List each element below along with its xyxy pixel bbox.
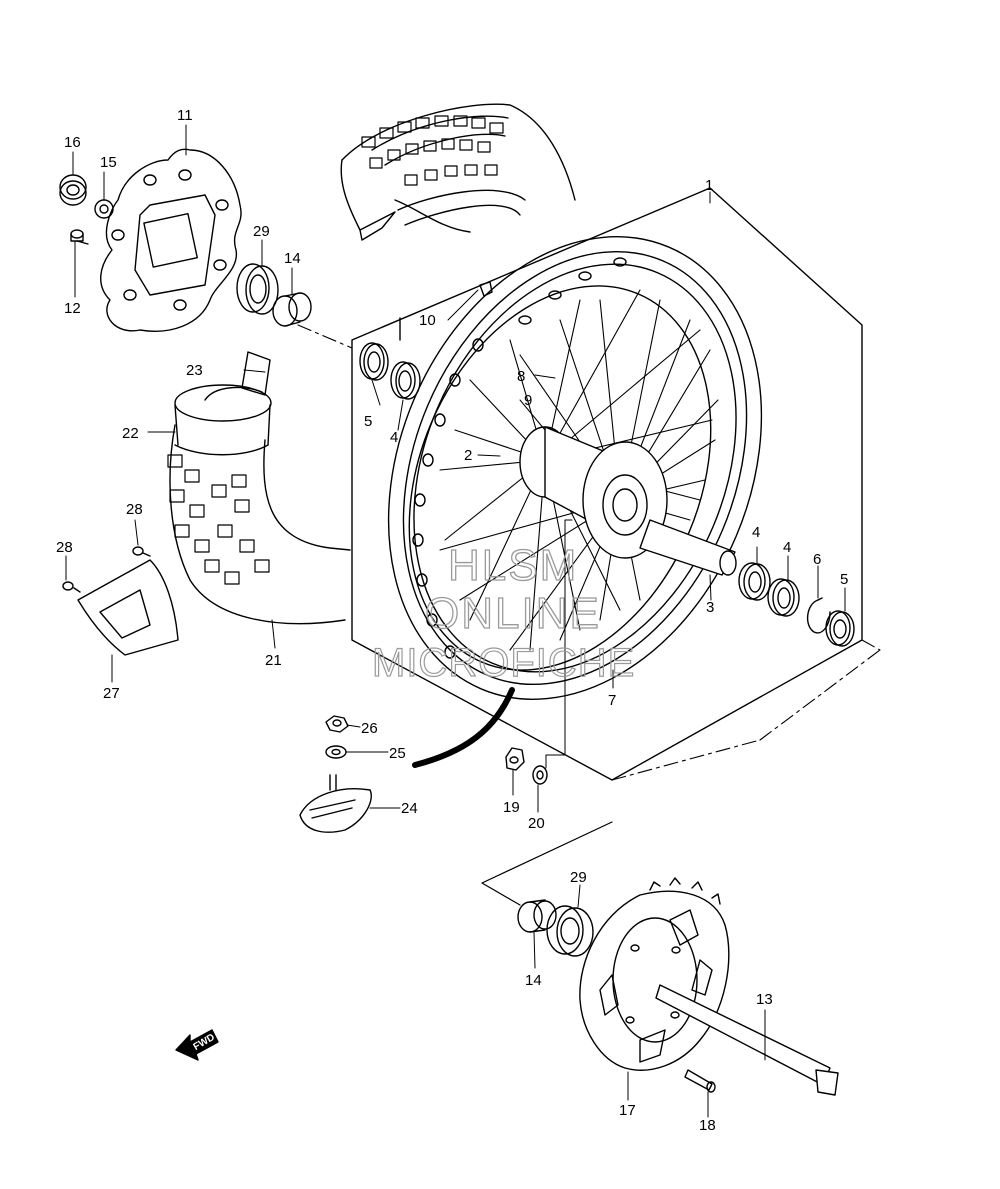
- left-bearing: [390, 361, 421, 400]
- tube-section: [412, 687, 515, 768]
- label-5-right[interactable]: 5: [840, 571, 848, 588]
- label-15[interactable]: 15: [100, 154, 117, 171]
- sprocket-bolt: [684, 1069, 716, 1093]
- label-21[interactable]: 21: [265, 652, 282, 669]
- axle-washer: [532, 765, 548, 785]
- rim-band: [204, 351, 271, 401]
- label-1[interactable]: 1: [705, 177, 713, 194]
- tire-top: [340, 103, 576, 241]
- label-29-lower[interactable]: 29: [570, 869, 587, 886]
- label-20[interactable]: 20: [528, 815, 545, 832]
- label-26[interactable]: 26: [361, 720, 378, 737]
- left-seal: [359, 342, 389, 381]
- upper-spacer: [272, 292, 312, 327]
- axle-spacer: [639, 519, 737, 576]
- fwd-arrow-icon: [175, 1029, 219, 1061]
- valve-washer: [325, 745, 347, 759]
- label-27[interactable]: 27: [103, 685, 120, 702]
- disc-nut: [59, 174, 87, 206]
- label-14-upper[interactable]: 14: [284, 250, 301, 267]
- right-seal: [825, 610, 855, 647]
- label-24[interactable]: 24: [401, 800, 418, 817]
- watermark: HLSM ONLINE MICROFICHE: [371, 540, 635, 685]
- circlip: [807, 597, 831, 634]
- label-8[interactable]: 8: [517, 368, 525, 385]
- label-12[interactable]: 12: [64, 300, 81, 317]
- sprocket-assembly-box: [481, 821, 613, 906]
- label-16[interactable]: 16: [64, 134, 81, 151]
- label-9[interactable]: 9: [524, 392, 532, 409]
- label-10[interactable]: 10: [419, 312, 436, 329]
- label-14-lower[interactable]: 14: [525, 972, 542, 989]
- lower-dust-seal: [546, 905, 594, 957]
- tire-side: [167, 384, 351, 625]
- valve-nut: [325, 715, 349, 733]
- leader-lines: [65, 124, 846, 1118]
- dashed-leaders: [297, 324, 881, 781]
- guard-bolt-1: [62, 581, 81, 593]
- label-18[interactable]: 18: [699, 1117, 716, 1134]
- label-11[interactable]: 11: [177, 107, 193, 124]
- brake-disc: [100, 148, 242, 332]
- label-4-right-outer[interactable]: 4: [783, 539, 791, 556]
- label-28-right[interactable]: 28: [126, 501, 143, 518]
- hub: [519, 426, 668, 559]
- label-29-upper[interactable]: 29: [253, 223, 270, 240]
- label-22[interactable]: 22: [122, 425, 139, 442]
- guard-bolt-2: [132, 546, 151, 557]
- label-17[interactable]: 17: [619, 1102, 636, 1119]
- watermark-line-1: HLSM: [448, 541, 578, 590]
- label-25[interactable]: 25: [389, 745, 406, 762]
- disc-bolt: [70, 229, 89, 245]
- right-bearing-outer: [767, 578, 800, 617]
- watermark-line-2: ONLINE: [425, 589, 601, 638]
- rear-sprocket: [579, 877, 730, 1071]
- disc-guard: [77, 559, 179, 656]
- label-3[interactable]: 3: [706, 599, 714, 616]
- right-bearing-inner: [738, 562, 771, 601]
- label-23[interactable]: 23: [186, 362, 203, 379]
- label-28-left[interactable]: 28: [56, 539, 73, 556]
- disc-washer: [94, 199, 114, 219]
- label-4-left[interactable]: 4: [390, 429, 398, 446]
- rim-lock: [299, 774, 372, 833]
- part-labels: 1 2 3 4 4 4 5 5 6 7 8 9 10 11 12 13 14 1…: [56, 107, 848, 1134]
- label-7[interactable]: 7: [608, 692, 616, 709]
- label-2[interactable]: 2: [464, 447, 472, 464]
- label-13[interactable]: 13: [756, 991, 773, 1008]
- axle-nut: [505, 747, 525, 771]
- label-4-right-inner[interactable]: 4: [752, 524, 760, 541]
- rear-axle: [655, 984, 839, 1096]
- upper-dust-seal: [236, 263, 279, 315]
- watermark-line-3: MICROFICHE: [372, 641, 635, 685]
- label-19[interactable]: 19: [503, 799, 520, 816]
- lower-spacer: [517, 899, 557, 933]
- spoke-nipple: [479, 281, 493, 297]
- label-6[interactable]: 6: [813, 551, 821, 568]
- label-5-left[interactable]: 5: [364, 413, 372, 430]
